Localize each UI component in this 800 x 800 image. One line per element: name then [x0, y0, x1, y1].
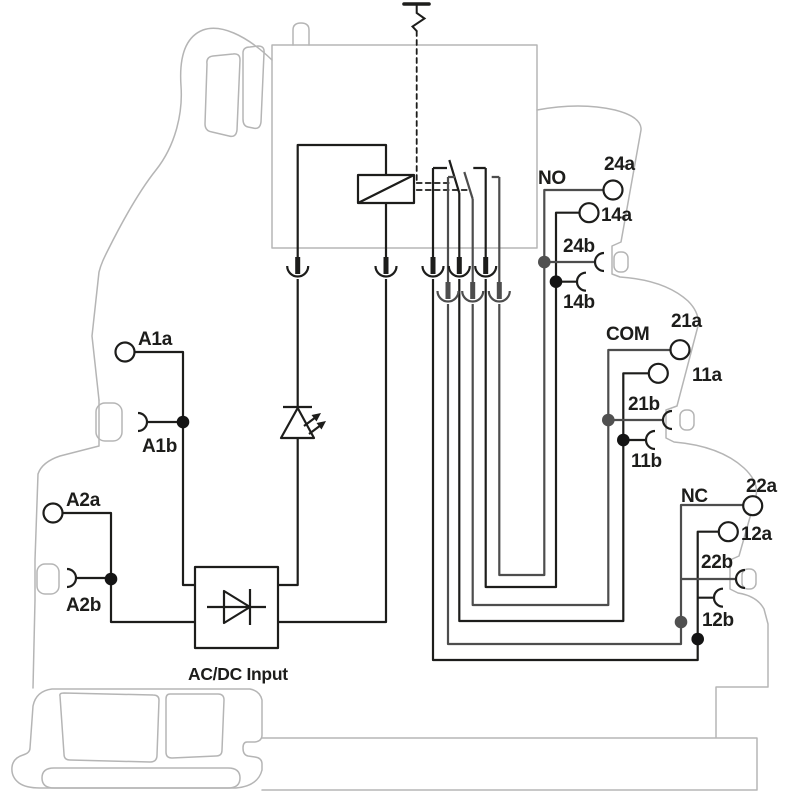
relay-latch-tab — [292, 22, 310, 46]
socket-pocket-22b — [741, 568, 757, 590]
wire-no1-14 — [473, 166, 579, 589]
wire-nc1-12 — [431, 166, 718, 662]
housing-foot-outline — [11, 688, 263, 789]
plug-in-connectors — [286, 257, 511, 303]
socket-22b — [734, 568, 746, 590]
socket-a2b — [66, 567, 78, 589]
label-21a: 21a — [671, 311, 703, 332]
wire-com2-21 — [471, 199, 670, 607]
junction-11b — [617, 433, 630, 447]
label-14a: 14a — [601, 205, 633, 226]
housing-right-profile — [536, 105, 769, 738]
foot-compartment-1 — [59, 692, 160, 763]
label-a1b: A1b — [142, 436, 177, 457]
socket-21b — [661, 409, 673, 431]
label-24a: 24a — [604, 154, 636, 175]
connector-row-upper — [286, 257, 498, 278]
terminal-circle-14a — [578, 202, 600, 224]
wire-no2-24 — [491, 175, 603, 577]
mechanical-link-dashed — [415, 30, 469, 191]
foot-slot — [41, 767, 241, 789]
junction-a1b — [176, 415, 190, 429]
junction-21b — [602, 413, 615, 427]
label-14b: 14b — [563, 292, 595, 313]
led-triangle — [279, 406, 316, 440]
label-22b: 22b — [701, 552, 733, 573]
relay-clip-outline — [91, 27, 273, 401]
junction-14b — [549, 275, 563, 289]
contact-pole-1 — [431, 159, 718, 662]
wire-converter-to-led — [278, 438, 299, 587]
terminal-circle-22a — [742, 495, 764, 517]
wire-com1-11 — [458, 193, 648, 623]
manual-test-actuator — [402, 2, 469, 191]
led-ray-2 — [308, 424, 322, 435]
label-24b: 24b — [563, 236, 595, 257]
wire-a2 — [62, 511, 195, 624]
label-12b: 12b — [702, 610, 734, 631]
housing-left-profile — [32, 399, 100, 689]
socket-pocket-a2b — [36, 563, 60, 595]
label-21b: 21b — [628, 394, 660, 415]
label-11a: 11a — [692, 365, 722, 386]
terminal-circle-11a — [647, 362, 669, 384]
contact-pole-2 — [446, 171, 743, 646]
relay-body-outline — [271, 44, 538, 249]
b-terminal-sockets — [66, 251, 746, 608]
socket-24b — [593, 251, 605, 273]
junction-dots — [104, 255, 704, 646]
socket-12b — [712, 587, 724, 608]
label-11b: 11b — [631, 451, 662, 472]
label-group-nc: NC — [681, 486, 708, 507]
wire-led-to-coil — [296, 143, 388, 407]
actuator-zigzag — [410, 4, 427, 32]
wire-coil-return — [278, 203, 388, 624]
terminal-circle-24a — [602, 179, 624, 201]
terminal-circle-21a — [669, 339, 691, 361]
relay-clip-lever-2 — [242, 45, 265, 130]
socket-a1b — [137, 411, 149, 433]
connector-row-lower — [436, 282, 511, 303]
label-a2b: A2b — [66, 595, 101, 616]
label-converter: AC/DC Input — [188, 664, 288, 684]
contact-blade-2 — [463, 171, 474, 200]
label-group-no: NO — [538, 168, 566, 189]
label-22a: 22a — [746, 476, 778, 497]
rectifier-block — [193, 565, 280, 650]
junction-24b — [538, 255, 551, 269]
relay-clip-lever-1 — [204, 53, 241, 138]
a-terminals — [42, 179, 764, 543]
junction-12b — [691, 632, 704, 646]
socket-pocket-24b — [613, 251, 629, 273]
coil-diagonal — [357, 174, 415, 204]
led-ray-1 — [303, 416, 317, 427]
socket-11b — [644, 429, 656, 451]
junction-a2b — [104, 572, 118, 586]
coil-circuit — [62, 143, 416, 650]
label-a2a: A2a — [66, 490, 101, 511]
terminal-circle-a1a — [114, 341, 136, 363]
rectifier-diode-icon — [207, 589, 266, 625]
socket-pocket-a1b — [95, 402, 123, 442]
wire-a1 — [134, 350, 195, 587]
terminal-circle-12a — [717, 521, 739, 543]
led-ray-arrowhead-1 — [311, 413, 321, 422]
labels: A1a A1b A2a A2b AC/DC Input NO 24a 14a 2… — [66, 154, 778, 684]
socket-14b — [575, 271, 587, 292]
housing-outline — [11, 22, 769, 791]
junction-22b — [674, 615, 688, 629]
label-group-com: COM — [606, 324, 649, 345]
relay-coil-icon — [356, 173, 416, 205]
led-indicator-icon — [279, 405, 326, 440]
socket-pocket-21b — [679, 409, 695, 431]
wire-nc2-22 — [446, 175, 743, 646]
foot-compartment-2 — [165, 693, 225, 759]
label-a1a: A1a — [138, 329, 173, 350]
led-ray-arrowhead-2 — [316, 421, 326, 430]
label-12a: 12a — [741, 524, 773, 545]
terminal-circle-a2a — [42, 502, 64, 524]
din-rail-lines — [261, 737, 758, 791]
